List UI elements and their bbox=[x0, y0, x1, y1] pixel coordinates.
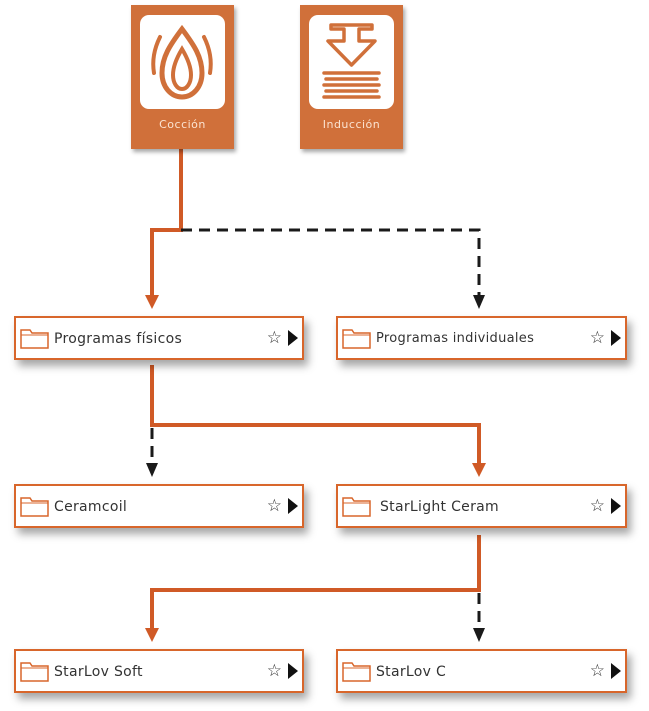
arrowhead-programas-individuales bbox=[473, 295, 485, 309]
star-icon[interactable]: ☆ bbox=[266, 661, 282, 681]
tile-induccion-label: Inducción bbox=[322, 118, 381, 131]
node-starlight-ceram-label: StarLight Ceram bbox=[380, 499, 499, 515]
node-starlov-c[interactable]: StarLov C ☆ bbox=[336, 649, 627, 693]
play-arrow-icon[interactable] bbox=[611, 498, 621, 514]
arrowhead-starlov-c bbox=[473, 628, 485, 642]
tile-coccion[interactable]: Cocción bbox=[131, 5, 234, 149]
induction-icon bbox=[322, 23, 381, 99]
connector-coccion-to-programas-fisicos bbox=[150, 148, 183, 305]
play-arrow-icon[interactable] bbox=[288, 330, 298, 346]
star-icon[interactable]: ☆ bbox=[266, 328, 282, 348]
star-icon[interactable]: ☆ bbox=[589, 661, 605, 681]
star-icon[interactable]: ☆ bbox=[266, 496, 282, 516]
node-programas-fisicos-label: Programas físicos bbox=[54, 331, 183, 347]
node-starlight-ceram[interactable]: StarLight Ceram ☆ bbox=[336, 484, 627, 528]
tile-induccion[interactable]: Inducción bbox=[300, 5, 403, 149]
folder-icon bbox=[342, 662, 371, 682]
node-programas-individuales-label: Programas individuales bbox=[376, 331, 535, 346]
node-starlov-soft-label: StarLov Soft bbox=[54, 664, 143, 680]
tile-coccion-icon-frame bbox=[140, 15, 225, 109]
node-programas-fisicos[interactable]: Programas físicos ☆ bbox=[14, 316, 304, 360]
node-ceramcoil-label: Ceramcoil bbox=[54, 499, 128, 515]
flame-icon bbox=[151, 24, 213, 100]
node-starlov-c-label: StarLov C bbox=[376, 664, 447, 680]
connector-coccion-to-programas-individuales bbox=[181, 228, 481, 302]
node-ceramcoil[interactable]: Ceramcoil ☆ bbox=[14, 484, 304, 528]
star-icon[interactable]: ☆ bbox=[589, 328, 605, 348]
folder-icon bbox=[20, 497, 49, 517]
play-arrow-icon[interactable] bbox=[288, 498, 298, 514]
tile-coccion-label: Cocción bbox=[159, 118, 206, 131]
arrowhead-starlov-soft bbox=[145, 628, 159, 642]
connector-programas-fisicos-to-starlight-ceram bbox=[150, 365, 481, 472]
arrowhead-ceramcoil bbox=[146, 463, 158, 477]
play-arrow-icon[interactable] bbox=[288, 663, 298, 679]
connector-starlight-ceram-to-starlov-soft bbox=[150, 535, 481, 637]
play-arrow-icon[interactable] bbox=[611, 330, 621, 346]
arrowhead-programas-fisicos bbox=[145, 295, 159, 309]
star-icon[interactable]: ☆ bbox=[589, 496, 605, 516]
play-arrow-icon[interactable] bbox=[611, 663, 621, 679]
folder-icon bbox=[342, 329, 371, 349]
node-starlov-soft[interactable]: StarLov Soft ☆ bbox=[14, 649, 304, 693]
folder-icon bbox=[20, 329, 49, 349]
arrowhead-starlight-ceram bbox=[472, 463, 486, 477]
folder-icon bbox=[20, 662, 49, 682]
folder-icon bbox=[342, 497, 371, 517]
node-programas-individuales[interactable]: Programas individuales ☆ bbox=[336, 316, 627, 360]
tile-induccion-icon-frame bbox=[309, 15, 394, 109]
